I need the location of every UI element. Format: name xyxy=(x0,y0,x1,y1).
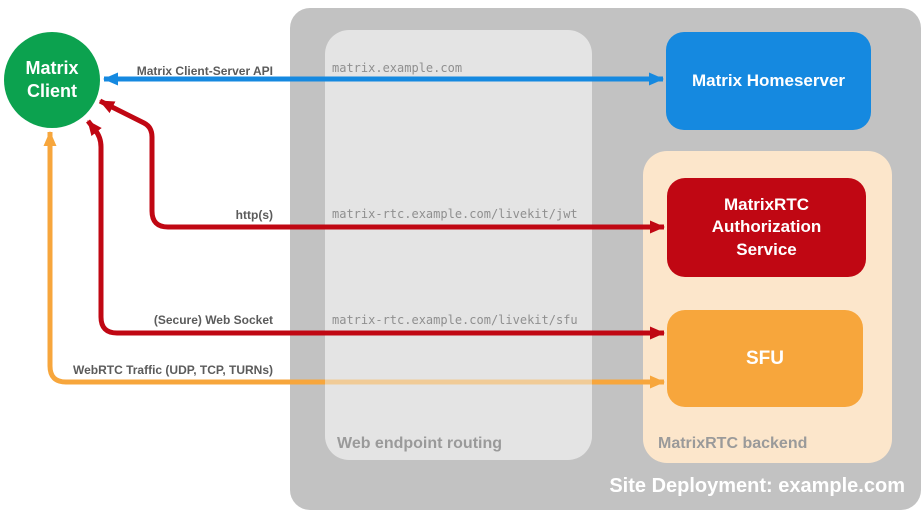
route-livekit-jwt-path: matrix-rtc.example.com/livekit/jwt xyxy=(332,207,578,221)
sfu-node: SFU xyxy=(667,310,863,407)
matrix-client-label: Matrix Client xyxy=(25,57,79,101)
matrixrtc-authorization-service-label: MatrixRTC Authorization Service xyxy=(711,195,822,259)
web-socket-arrow-label: (Secure) Web Socket xyxy=(153,313,273,327)
matrixrtc-authorization-service-node: MatrixRTC Authorization Service xyxy=(667,178,866,277)
client-server-api-arrow-label: Matrix Client-Server API xyxy=(136,64,273,78)
sfu-label: SFU xyxy=(746,347,784,369)
matrixrtc-backend-label: MatrixRTC backend xyxy=(658,435,808,452)
matrix-client-node: Matrix Client xyxy=(4,32,100,128)
webrtc-traffic-arrow-label: WebRTC Traffic (UDP, TCP, TURNs) xyxy=(72,363,273,377)
matrix-homeserver-label: Matrix Homeserver xyxy=(691,71,846,90)
web-endpoint-routing-container: Web endpoint routing xyxy=(325,30,592,460)
matrix-homeserver-node: Matrix Homeserver xyxy=(666,32,871,130)
route-homeserver-domain: matrix.example.com xyxy=(332,61,463,75)
web-endpoint-routing-label: Web endpoint routing xyxy=(337,435,503,452)
https-arrow-label: http(s) xyxy=(235,208,273,222)
site-deployment-label: Site Deployment: example.com xyxy=(609,475,905,497)
route-livekit-sfu-path: matrix-rtc.example.com/livekit/sfu xyxy=(332,313,578,327)
